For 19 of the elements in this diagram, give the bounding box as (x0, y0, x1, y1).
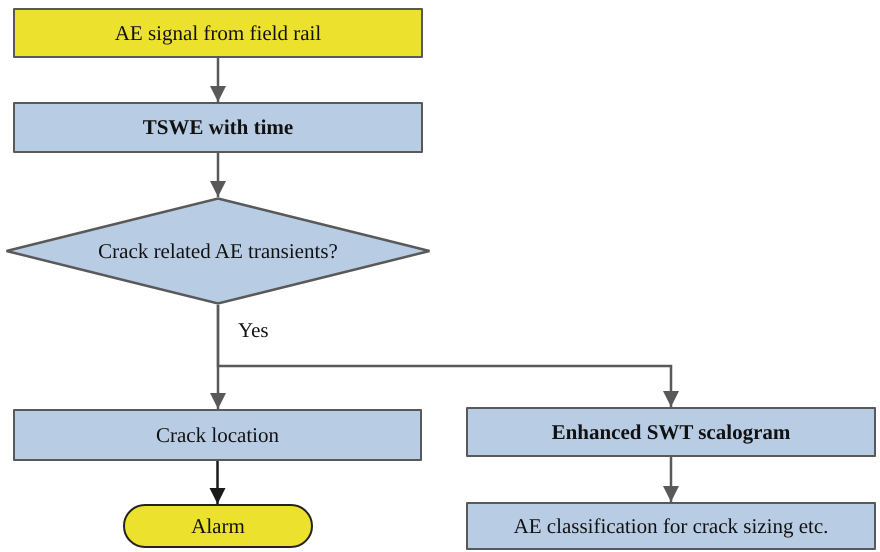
node-label: Enhanced SWT scalogram (552, 420, 790, 444)
arrow (210, 461, 226, 504)
process-box (13, 409, 422, 461)
node-label: AE classification for crack sizing etc. (514, 514, 828, 538)
node-label: TSWE with time (142, 115, 294, 140)
node-label: Crack location (156, 422, 280, 448)
process-box (466, 407, 876, 457)
decision-diamond (5, 197, 431, 305)
process-box (13, 102, 423, 153)
arrow (216, 305, 679, 407)
node-label: AE signal from field rail (114, 20, 322, 46)
start-box (13, 8, 423, 58)
node-label: Crack related AE transients? (98, 238, 338, 264)
arrow (210, 153, 226, 197)
process-box (466, 502, 876, 550)
arrow (210, 58, 226, 102)
arrow (663, 457, 679, 502)
node-label: Alarm (191, 514, 245, 538)
terminator-box (123, 504, 313, 548)
